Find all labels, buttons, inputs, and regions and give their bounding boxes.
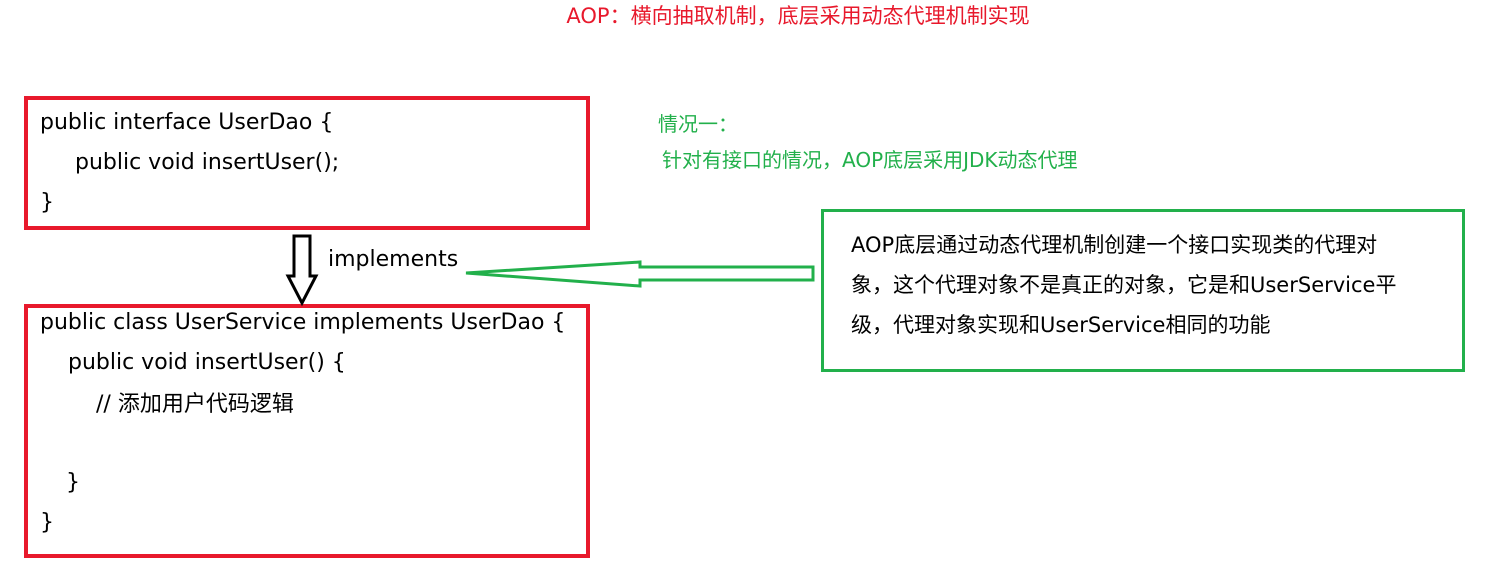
- class-comment: // 添加用户代码逻辑: [96, 392, 294, 417]
- interface-declaration: public interface UserDao {: [40, 110, 334, 135]
- class-close-brace: }: [40, 510, 54, 535]
- implements-label: implements: [328, 247, 459, 272]
- class-method: public void insertUser() {: [68, 350, 346, 375]
- proxy-note-line-3: 级，代理对象实现和UserService相同的功能: [851, 313, 1271, 337]
- class-box: [24, 304, 590, 558]
- page-title: AOP：横向抽取机制，底层采用动态代理机制实现: [566, 4, 1030, 28]
- proxy-note-line-1: AOP底层通过动态代理机制创建一个接口实现类的代理对: [851, 233, 1378, 257]
- hollow-down-arrow-icon: [285, 234, 319, 307]
- class-declaration: public class UserService implements User…: [40, 310, 566, 335]
- interface-close-brace: }: [40, 190, 54, 215]
- proxy-note-box: [821, 209, 1465, 372]
- method-close-brace: }: [66, 470, 80, 495]
- interface-method: public void insertUser();: [75, 150, 340, 175]
- case-description: 针对有接口的情况，AOP底层采用JDK动态代理: [662, 148, 1078, 172]
- proxy-note-line-2: 象，这个代理对象不是真正的对象，它是和UserService平: [851, 273, 1397, 297]
- hollow-left-arrow-icon: [465, 260, 815, 288]
- case-heading: 情况一：: [658, 112, 738, 136]
- interface-box: [24, 96, 590, 230]
